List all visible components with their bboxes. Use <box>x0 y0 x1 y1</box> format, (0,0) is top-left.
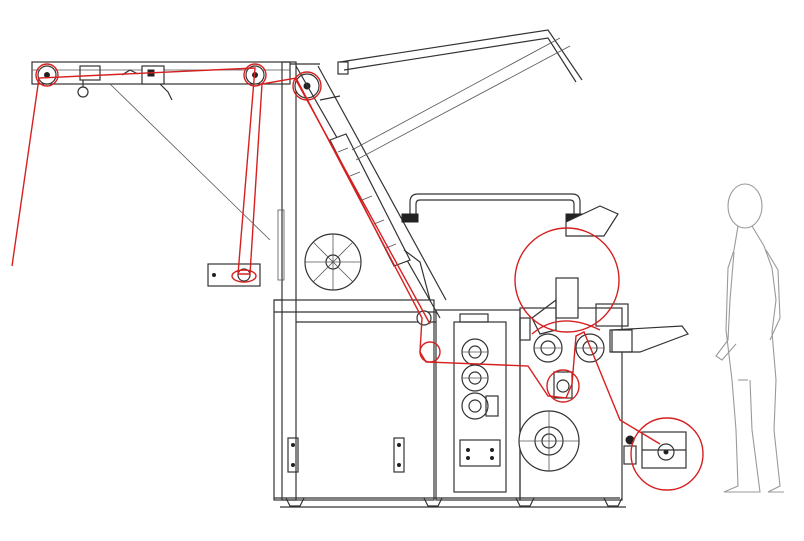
operator-figure <box>715 183 784 493</box>
web-path <box>11 63 704 491</box>
overhead-pipe <box>401 193 619 237</box>
upper-control-arm <box>337 29 583 161</box>
rewind-section <box>518 277 689 501</box>
main-frame <box>207 61 626 508</box>
unwind-roll <box>304 233 362 291</box>
upper-frame-beam <box>31 61 291 241</box>
control-console <box>435 309 521 501</box>
